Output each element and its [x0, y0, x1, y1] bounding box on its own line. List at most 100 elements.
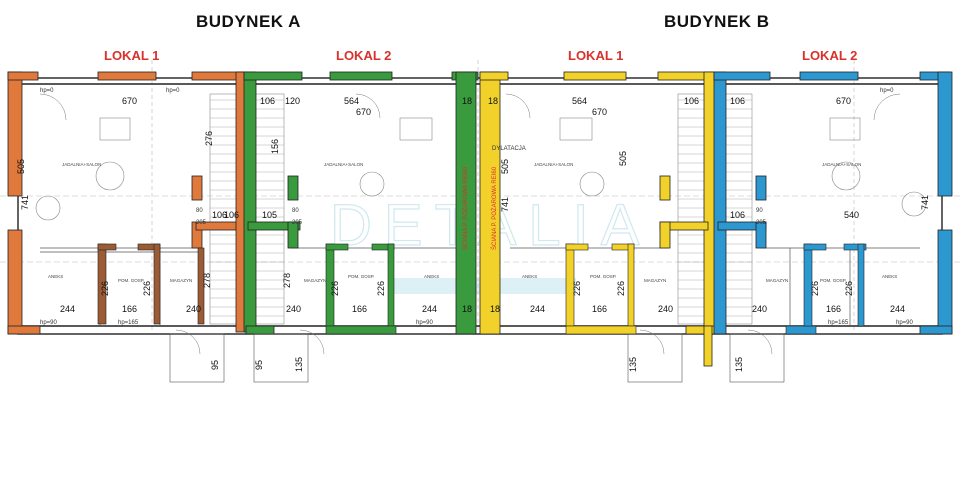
room-label-bath-a1: POM. GOSP. — [118, 278, 144, 283]
furniture — [35, 117, 927, 221]
stair-steps — [210, 99, 752, 317]
dim-bottom-8: 18 — [490, 304, 500, 314]
dim-win-3: 226 — [330, 281, 340, 296]
door-dim-6: 205 — [756, 220, 767, 226]
dim-height-1: 505 — [16, 159, 26, 174]
dim-small-3: 135 — [294, 357, 304, 372]
entrance-steps — [169, 333, 785, 383]
dim-top-1: 670 — [122, 96, 137, 106]
door-dim-4: 205 — [292, 220, 303, 226]
unit-label-a1: LOKAL 1 — [104, 48, 160, 63]
hp-7: hp=165 — [828, 320, 849, 326]
dim-stair-2: 120 — [285, 96, 300, 106]
dim-side-4: 156 — [270, 139, 280, 154]
dim-win-2: 226 — [142, 281, 152, 296]
dim-bottom-12: 240 — [752, 304, 767, 314]
dim-inner-3: 106 — [730, 210, 745, 220]
hp-5: hp=165 — [118, 320, 139, 326]
dim-stair-4: 18 — [462, 96, 472, 106]
dimension-labels: 670 564 564 670 670 670 106 120 106 18 1… — [16, 88, 930, 372]
room-label-annex-a1: ANEKS — [48, 274, 63, 279]
dim-bottom-3: 240 — [186, 304, 201, 314]
dim-bottom-13: 166 — [826, 304, 841, 314]
hp-3: hp=0 — [880, 88, 894, 94]
dim-bottom-5: 166 — [352, 304, 367, 314]
dim-side-2: 278 — [282, 273, 292, 288]
room-label-annex-b1: ANEKS — [522, 274, 537, 279]
dim-inner-1: 106 — [212, 210, 227, 220]
dim-bottom-2: 166 — [122, 304, 137, 314]
hp-6: hp=90 — [416, 320, 434, 326]
dim-stair-1: 106 — [260, 96, 275, 106]
room-label-bath-a2: POM. GOSP. — [348, 274, 374, 279]
dim-top-2: 564 — [344, 96, 359, 106]
dim-bottom-4: 240 — [286, 304, 301, 314]
room-labels: JADALNIA+SALON JADALNIA+SALON JADALNIA+S… — [48, 162, 897, 283]
door-swings — [39, 93, 901, 355]
dim-bottom-10: 166 — [592, 304, 607, 314]
room-label-annex-b2: ANEKS — [882, 274, 897, 279]
lokal-a1-walls — [7, 71, 247, 335]
dim-win-5: 226 — [572, 281, 582, 296]
door-dim-3: 80 — [292, 208, 299, 214]
dim-bottom-6: 244 — [422, 304, 437, 314]
dim-top-4: 670 — [836, 96, 851, 106]
dim-stair-5: 18 — [488, 96, 498, 106]
unit-label-a2: LOKAL 2 — [336, 48, 392, 63]
hp-2: hp=0 — [166, 88, 180, 94]
unit-label-b1: LOKAL 1 — [568, 48, 624, 63]
door-dim-1: 80 — [196, 208, 203, 214]
dim-height-2: 505 — [500, 159, 510, 174]
lokal-a2-walls — [243, 71, 479, 335]
hp-1: hp=0 — [40, 88, 54, 94]
room-label-store-b1: MAGAZYN — [644, 278, 666, 283]
dim-side-3: 276 — [204, 131, 214, 146]
room-label-bath-b1: POM. GOSP. — [590, 274, 616, 279]
dim-stair-3: 106 — [684, 96, 699, 106]
building-a-title: BUDYNEK A — [196, 12, 301, 31]
dim-bottom-14: 244 — [890, 304, 905, 314]
dim-height-3: 505 — [618, 151, 628, 166]
dim-win-8: 226 — [844, 281, 854, 296]
unit-label-b2: LOKAL 2 — [802, 48, 858, 63]
dim-small-2: 95 — [254, 360, 264, 370]
dim-mid-2: 670 — [592, 107, 607, 117]
lokal-b2-walls — [713, 71, 953, 335]
dim-bottom-9: 244 — [530, 304, 545, 314]
hp-8: hp=90 — [896, 320, 914, 326]
dim-height-b2: 741 — [500, 197, 510, 212]
fire-wall-label-2: ŚCIANA P. POŻAROWA REI60 — [490, 166, 498, 250]
room-label-living-b2: JADALNIA+SALON — [822, 162, 861, 167]
dim-inner-2: 105 — [262, 210, 277, 220]
room-label-store-a2: MAGAZYN — [304, 278, 326, 283]
room-label-living-b1: JADALNIA+SALON — [534, 162, 573, 167]
door-dim-5: 90 — [756, 208, 763, 214]
room-label-bath-b2: POM. GOSP. — [820, 278, 846, 283]
room-label-living-a2: JADALNIA+SALON — [324, 162, 363, 167]
dim-top-3: 564 — [572, 96, 587, 106]
dim-bottom-7: 18 — [462, 304, 472, 314]
room-label-living-a1: JADALNIA+SALON — [62, 162, 101, 167]
door-dim-2: 205 — [196, 220, 207, 226]
dim-small-4: 135 — [628, 357, 638, 372]
dim-bottom-1: 244 — [60, 304, 75, 314]
dim-bottom-11: 240 — [658, 304, 673, 314]
dim-win-7: 226 — [810, 281, 820, 296]
dylatacja-label: DYLATACJA — [492, 146, 526, 152]
dim-win-4: 226 — [376, 281, 386, 296]
lokal-b1-walls — [479, 71, 717, 367]
hp-4: hp=90 — [40, 320, 58, 326]
dim-small-1: 95 — [210, 360, 220, 370]
dim-side-1: 278 — [202, 273, 212, 288]
room-label-store-a1: MAGAZYN — [170, 278, 192, 283]
room-label-annex-a2: ANEKS — [424, 274, 439, 279]
dim-mid-1: 670 — [356, 107, 371, 117]
dim-win-1: 226 — [100, 281, 110, 296]
dim-stair-6: 106 — [730, 96, 745, 106]
dim-small-5: 135 — [734, 357, 744, 372]
dim-inner-4: 540 — [844, 210, 859, 220]
dim-height-b1: 741 — [20, 195, 30, 210]
room-label-store-b2: MAGAZYN — [766, 278, 788, 283]
fire-wall-label-1: ŚCIANA P. POŻAROWA REI60 — [461, 166, 469, 250]
